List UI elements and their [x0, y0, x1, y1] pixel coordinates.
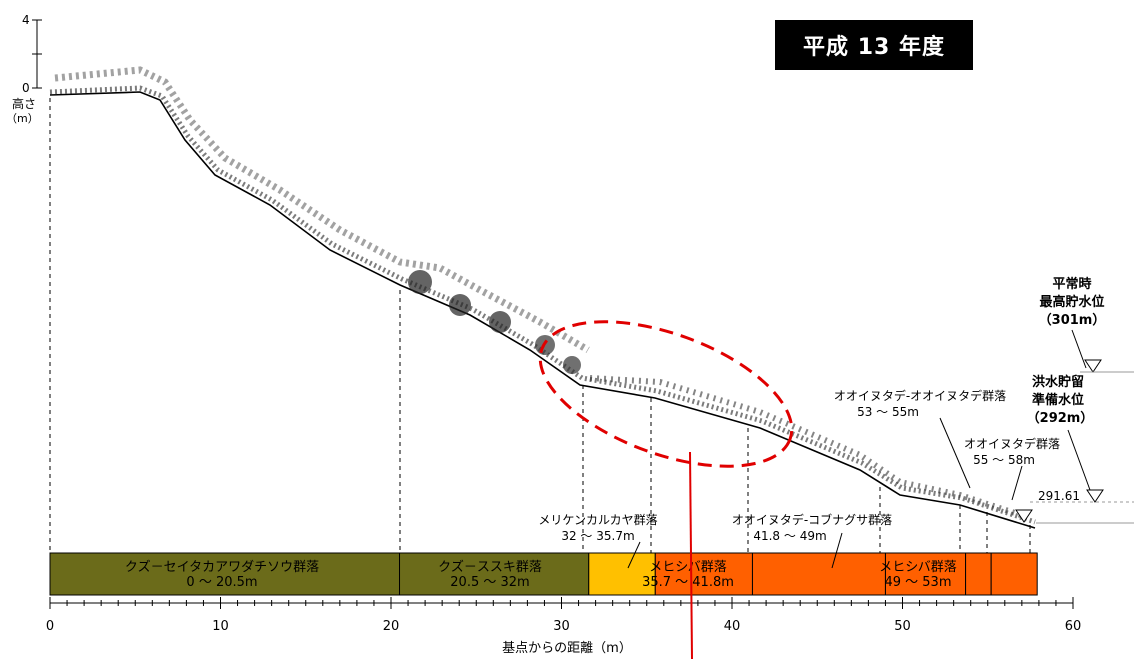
callout-g-name: オオイヌタデ-オオイヌタデ群落 [834, 388, 1006, 403]
community-segment [965, 552, 992, 596]
callout-e-range: 41.8 ～ 49m [753, 529, 826, 543]
band-label-b-name: クズ－ススキ群落 [438, 559, 542, 575]
x-tick-label: 60 [1065, 619, 1082, 634]
flood-level-line3: （292m） [1027, 410, 1094, 426]
community-segment [884, 552, 967, 596]
current-level-marker [1015, 509, 1033, 523]
current-level-value: 291.61 [1038, 489, 1080, 503]
x-tick-label: 0 [46, 619, 54, 634]
flood-level-line1: 洪水貯留 [1032, 374, 1084, 390]
band-label-a-name: クズ－セイタカアワダチソウ群落 [125, 559, 319, 575]
callout-c-range: 32 ～ 35.7m [561, 529, 634, 543]
x-tick-label: 50 [894, 619, 911, 634]
x-tick-label: 40 [724, 619, 741, 634]
band-label-f-range: 49 ～ 53m [884, 575, 951, 590]
community-segment [399, 552, 590, 596]
x-tick-label: 30 [553, 619, 570, 634]
normal-level-line2: 最高貯水位 [1039, 294, 1104, 310]
callout-g-range: 53 ～ 55m [857, 405, 919, 419]
callout-c-name: メリケンカルカヤ群落 [538, 513, 657, 527]
band-label-b-range: 20.5 ～ 32m [450, 575, 529, 590]
band-label-a-range: 0 ～ 20.5m [186, 575, 257, 590]
band-label-d-range: 35.7 ～ 41.8m [642, 575, 734, 590]
normal-level-line3: （301m） [1039, 312, 1106, 328]
y-tick-4: 4 [22, 13, 30, 27]
page-title: 平成 13 年度 [775, 20, 973, 70]
y-axis-label: 高さ [12, 96, 36, 111]
community-segment [654, 552, 753, 596]
y-axis-unit: （m） [6, 112, 39, 125]
callout-h-range: 55 ～ 58m [973, 453, 1035, 467]
highlight-pointer-line [689, 451, 693, 659]
flood-level-line2: 準備水位 [1032, 392, 1084, 408]
band-label-d-name: メヒシバ群落 [649, 560, 727, 575]
normal-level-line1: 平常時 [1052, 276, 1091, 292]
x-tick-label: 20 [383, 619, 400, 634]
normal-level-marker [1084, 359, 1102, 373]
boundary-lines [49, 98, 1031, 553]
x-axis-label: 基点からの距離（m） [502, 641, 632, 656]
callout-e-name: オオイヌタデ-コブナグサ群落 [732, 512, 892, 527]
water-levels: 平常時 最高貯水位 （301m） 洪水貯留 準備水位 （292m） 291.61 [1015, 276, 1134, 524]
community-segment [990, 552, 1038, 596]
ground-profile [49, 66, 1036, 529]
y-axis: 4 0 高さ （m） [6, 13, 42, 125]
callout-h-name: オオイヌタデ群落 [964, 436, 1060, 451]
x-axis: 0 10 20 30 40 50 60 基点からの距離（m） [46, 597, 1081, 656]
y-tick-0: 0 [22, 81, 30, 95]
flood-level-marker [1086, 489, 1104, 503]
community-bar [49, 552, 1038, 596]
community-segment [751, 552, 886, 596]
community-segment [49, 552, 401, 596]
band-label-f-name: メヒシバ群落 [879, 560, 957, 575]
highlight-ellipse [538, 320, 794, 468]
x-tick-label: 10 [212, 619, 229, 634]
highlight-annotation [538, 320, 794, 659]
community-segment [588, 552, 656, 596]
